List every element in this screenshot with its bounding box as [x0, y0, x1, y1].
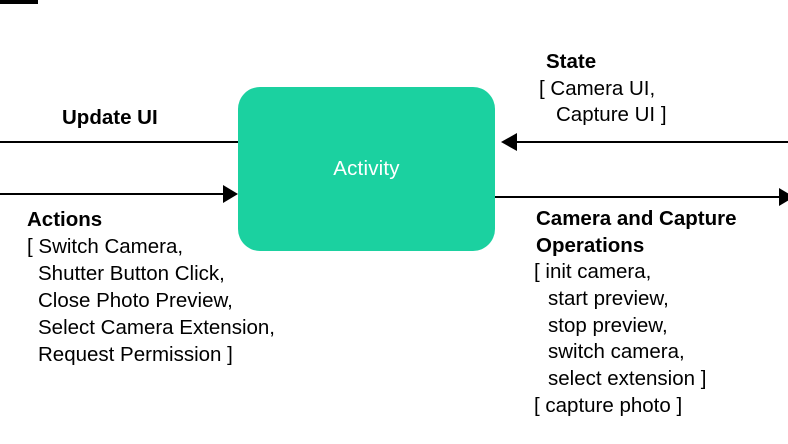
- activity-node-label: Activity: [333, 157, 400, 180]
- actions-list-item: [ Switch Camera,: [27, 235, 184, 258]
- state-title: State: [546, 50, 597, 73]
- actions-list-item: Close Photo Preview,: [38, 289, 233, 312]
- operations-list-item: [ init camera,: [534, 260, 652, 284]
- state-list-item: [ Camera UI,: [539, 76, 656, 100]
- state-arrowhead-left-icon: [501, 133, 517, 151]
- operations-title-line: Operations: [536, 233, 645, 257]
- top-left-line-fragment: [0, 0, 38, 4]
- operations-list: Camera and Capture Operations [ init cam…: [534, 206, 737, 420]
- state-list-item: Capture UI ]: [556, 103, 667, 126]
- actions-list-item: Request Permission ]: [38, 343, 233, 366]
- activity-node: Activity: [238, 87, 495, 251]
- update-ui-arrow-line: [0, 141, 239, 143]
- state-list: State [ Camera UI, Capture UI ]: [539, 49, 667, 129]
- state-arrow-line: [515, 141, 788, 143]
- actions-list-item: Select Camera Extension,: [38, 316, 276, 339]
- actions-arrowhead-right-icon: [223, 185, 238, 203]
- operations-arrow-line: [495, 196, 788, 198]
- actions-title: Actions: [27, 208, 103, 231]
- operations-title-line: Camera and Capture: [536, 207, 737, 230]
- actions-arrow-line: [0, 193, 226, 195]
- actions-list-item: Shutter Button Click,: [38, 262, 225, 285]
- update-ui-label: Update UI: [62, 106, 158, 129]
- operations-list-item: switch camera,: [548, 340, 685, 364]
- operations-list-item: [ capture photo ]: [534, 393, 683, 417]
- operations-list-item: select extension ]: [548, 367, 707, 391]
- operations-list-item: stop preview,: [548, 313, 668, 337]
- operations-list-item: start preview,: [548, 287, 669, 311]
- operations-arrowhead-right-icon: [779, 188, 788, 206]
- actions-list: Actions [ Switch Camera, Shutter Button …: [27, 206, 275, 368]
